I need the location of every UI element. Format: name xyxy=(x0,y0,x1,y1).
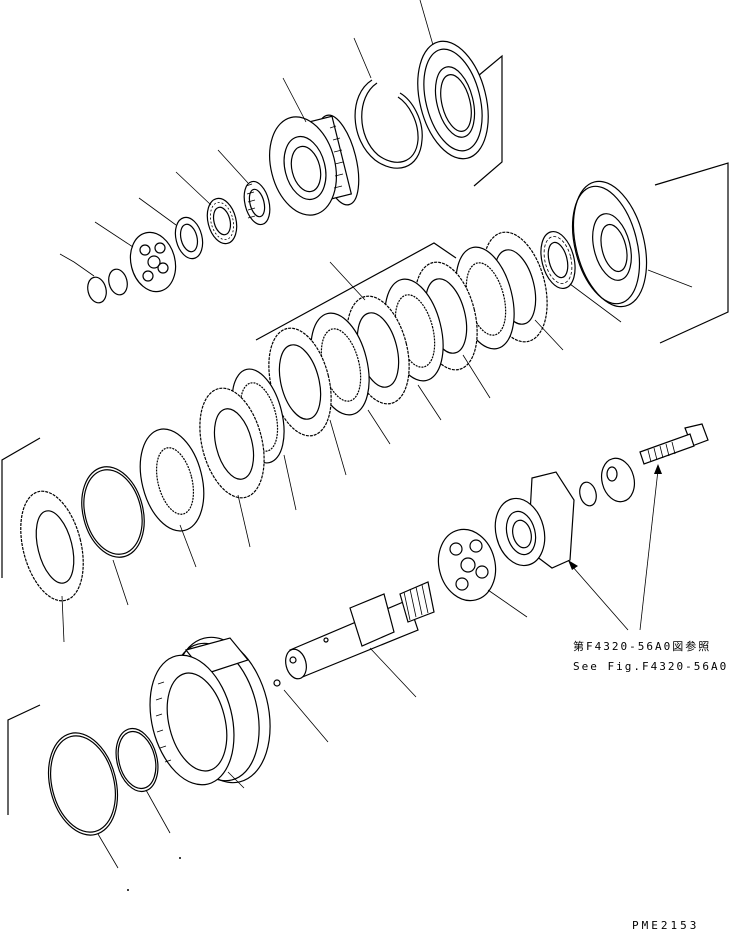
reference-arrows xyxy=(568,464,662,631)
group-bracket-bottom xyxy=(7,704,41,815)
ball xyxy=(273,679,281,687)
clutch-plate-10 xyxy=(139,428,205,532)
leader-line xyxy=(138,197,177,226)
leader-line xyxy=(227,771,245,789)
input-shaft xyxy=(285,581,435,680)
gear-carrier-top xyxy=(269,114,360,216)
clutch-housing-right xyxy=(572,180,648,308)
leader-line xyxy=(534,319,564,351)
reference-note-english: See Fig.F4320-56A0 xyxy=(573,660,729,673)
bearing-cage-lower xyxy=(437,528,497,602)
leader-line xyxy=(94,221,134,248)
leader-line xyxy=(419,0,434,46)
o-ring-right xyxy=(579,481,597,507)
leader-line xyxy=(369,647,417,698)
leader-line xyxy=(217,149,249,184)
leader-line xyxy=(175,171,212,206)
leader-line xyxy=(283,454,297,511)
leader-line xyxy=(112,559,129,606)
group-bracket-right xyxy=(654,162,729,344)
washer-top xyxy=(174,216,204,260)
leader-line xyxy=(647,269,693,288)
bolt xyxy=(639,423,709,465)
group-bracket-top xyxy=(473,54,503,187)
bearing-cage-top xyxy=(129,231,177,293)
collar xyxy=(600,457,636,503)
needle-bearing-top xyxy=(243,180,271,226)
spring-plate-right xyxy=(540,230,576,290)
snap-ring-top xyxy=(354,79,423,169)
leader-line xyxy=(353,37,372,79)
group-bracket-middle xyxy=(255,242,457,341)
group-bracket-left xyxy=(1,437,41,578)
clutch-disc-left xyxy=(20,490,84,602)
leader-line xyxy=(179,524,197,568)
leader-line xyxy=(145,789,171,834)
leader-line xyxy=(329,419,347,476)
leader-line xyxy=(367,409,391,445)
ring-gear xyxy=(149,636,271,786)
leader-line xyxy=(569,283,622,323)
dot-mark xyxy=(179,857,181,859)
snap-ring-bottom-large xyxy=(47,732,119,836)
leader-line xyxy=(61,595,65,643)
leader-line xyxy=(462,354,491,399)
coupling-hub xyxy=(494,471,575,569)
leader-line xyxy=(329,261,366,301)
reference-note-japanese: 第F4320-56A0図参照 xyxy=(573,640,712,653)
leader-line xyxy=(282,77,307,123)
leader-line xyxy=(237,494,251,548)
thrust-washer-top xyxy=(206,197,238,245)
leader-line xyxy=(283,689,329,743)
dot-mark xyxy=(127,889,129,891)
leader-line xyxy=(417,384,442,421)
drawing-code: PME2153 xyxy=(632,919,700,932)
o-rings-top xyxy=(59,253,128,304)
leader-line xyxy=(487,589,528,618)
clutch-disc-9 xyxy=(199,387,265,499)
leader-line xyxy=(97,833,119,869)
snap-ring-bottom-small xyxy=(115,727,159,793)
snap-ring-left xyxy=(81,466,145,558)
clutch-piston-top xyxy=(417,40,489,160)
